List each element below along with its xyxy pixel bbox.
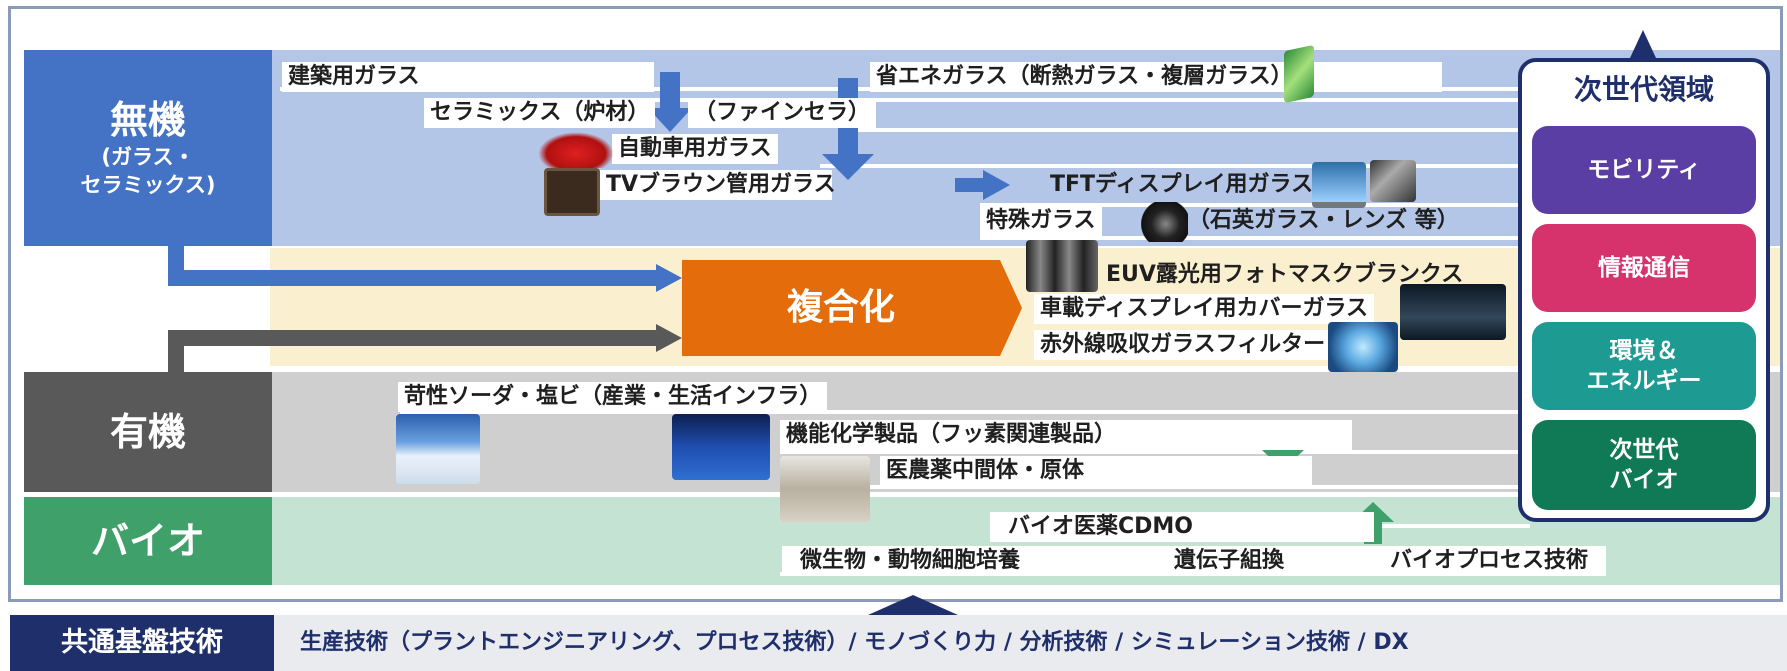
next-gen-mobility-label: モビリティ bbox=[1587, 157, 1701, 183]
label-ir-filter: 赤外線吸収ガラスフィルター bbox=[1034, 330, 1332, 360]
next-gen-bio-line2: バイオ bbox=[1609, 467, 1679, 493]
timeline-line bbox=[980, 236, 1520, 240]
crt-tv-icon bbox=[544, 168, 600, 216]
timeline-line bbox=[400, 410, 1520, 414]
label-special-glass-examples: （石英ガラス・レンズ 等） bbox=[1188, 208, 1459, 233]
label-bio-cdmo: バイオ医薬CDMO bbox=[990, 512, 1374, 542]
label-bioprocess: バイオプロセス技術 bbox=[1390, 548, 1589, 573]
right-arrow-tft bbox=[955, 178, 983, 192]
timeline-line bbox=[780, 450, 1520, 454]
label-gene-recombination: 遺伝子組換 bbox=[1174, 548, 1285, 573]
label-car-display-cover: 車載ディスプレイ用カバーガラス bbox=[1034, 294, 1375, 324]
next-gen-bio: 次世代 バイオ bbox=[1532, 420, 1756, 510]
timeline-line bbox=[850, 128, 1520, 132]
timeline-line bbox=[980, 203, 1520, 207]
category-inorganic-title: 無機 bbox=[109, 98, 186, 142]
next-gen-info-comm: 情報通信 bbox=[1532, 224, 1756, 312]
label-energy-saving-glass: 省エネガラス（断熱ガラス・複層ガラス） bbox=[870, 62, 1442, 92]
next-gen-info-comm-label: 情報通信 bbox=[1598, 255, 1690, 281]
label-architectural-glass: 建築用ガラス bbox=[282, 62, 654, 92]
organic-to-composite-arrowhead bbox=[656, 324, 682, 352]
label-automotive-glass: 自動車用ガラス bbox=[612, 134, 778, 164]
glass-pane-icon bbox=[1284, 44, 1314, 104]
label-caustic-soda: 苛性ソーダ・塩ビ（産業・生活インフラ） bbox=[398, 382, 828, 412]
label-tv-crt-glass: TVブラウン管用ガラス bbox=[600, 170, 836, 200]
car-display-icon bbox=[1400, 284, 1506, 340]
category-bio: バイオ bbox=[24, 497, 272, 585]
label-tft-display-glass: TFTディスプレイ用ガラス bbox=[1050, 172, 1314, 197]
category-inorganic-sub1: (ガラス・ bbox=[101, 145, 195, 169]
category-bio-title: バイオ bbox=[90, 519, 205, 563]
bridge-icon bbox=[396, 414, 480, 484]
stadium-icon bbox=[672, 414, 770, 480]
next-gen-pointer bbox=[1630, 30, 1656, 58]
photomask-icon bbox=[1026, 240, 1098, 292]
category-inorganic-sub2: セラミックス) bbox=[80, 173, 216, 197]
smartphone-icon bbox=[1370, 160, 1416, 202]
label-ceramics-furnace: セラミックス（炉材） bbox=[424, 98, 656, 128]
inorganic-to-composite-arrowhead bbox=[656, 264, 682, 292]
next-gen-env-energy-line2: エネルギー bbox=[1586, 368, 1702, 394]
next-gen-env-energy: 環境＆ エネルギー bbox=[1532, 322, 1756, 410]
timeline-line bbox=[870, 485, 1520, 489]
footer-text: 生産技術（プラントエンジニアリング、プロセス技術）/ モノづくり力 / 分析技術… bbox=[300, 630, 1409, 655]
down-arrow-ceramics bbox=[660, 72, 680, 110]
timeline-line bbox=[820, 164, 1520, 168]
organic-to-composite-arrow bbox=[168, 330, 660, 372]
next-gen-bio-line1: 次世代 bbox=[1609, 437, 1679, 463]
next-gen-title: 次世代領域 bbox=[1573, 73, 1714, 106]
label-pharma-intermediates: 医農薬中間体・原体 bbox=[880, 456, 1312, 486]
category-organic: 有機 bbox=[24, 372, 272, 492]
next-gen-mobility: モビリティ bbox=[1532, 126, 1756, 214]
footer-title-box: 共通基盤技術 bbox=[10, 615, 274, 671]
footer-pointer bbox=[868, 595, 958, 615]
red-car-icon bbox=[538, 132, 614, 168]
next-gen-env-energy-line1: 環境＆ bbox=[1609, 338, 1679, 364]
footer-bar bbox=[10, 615, 1787, 671]
category-organic-title: 有機 bbox=[109, 410, 186, 454]
timeline-line bbox=[650, 98, 1520, 102]
camera-icon bbox=[1132, 202, 1188, 242]
label-special-glass: 特殊ガラス bbox=[980, 206, 1102, 236]
ir-filter-icon bbox=[1328, 322, 1398, 372]
category-inorganic: 無機 (ガラス・ セラミックス) bbox=[24, 50, 272, 246]
composite-chevron bbox=[682, 260, 1022, 356]
laptop-icon bbox=[1312, 162, 1366, 208]
label-fine-ceramics: （ファインセラ） bbox=[688, 98, 877, 128]
inorganic-to-composite-arrow bbox=[168, 246, 660, 286]
label-cell-culture: 微生物・動物細胞培養 bbox=[782, 546, 1606, 576]
label-euv-photomask: EUV露光用フォトマスクブランクス bbox=[1106, 262, 1464, 287]
label-functional-chemicals: 機能化学製品（フッ素関連製品） bbox=[780, 420, 1352, 450]
lab-equipment-icon bbox=[780, 456, 870, 522]
footer-title: 共通基盤技術 bbox=[61, 627, 223, 658]
composite-title: 複合化 bbox=[786, 287, 895, 328]
